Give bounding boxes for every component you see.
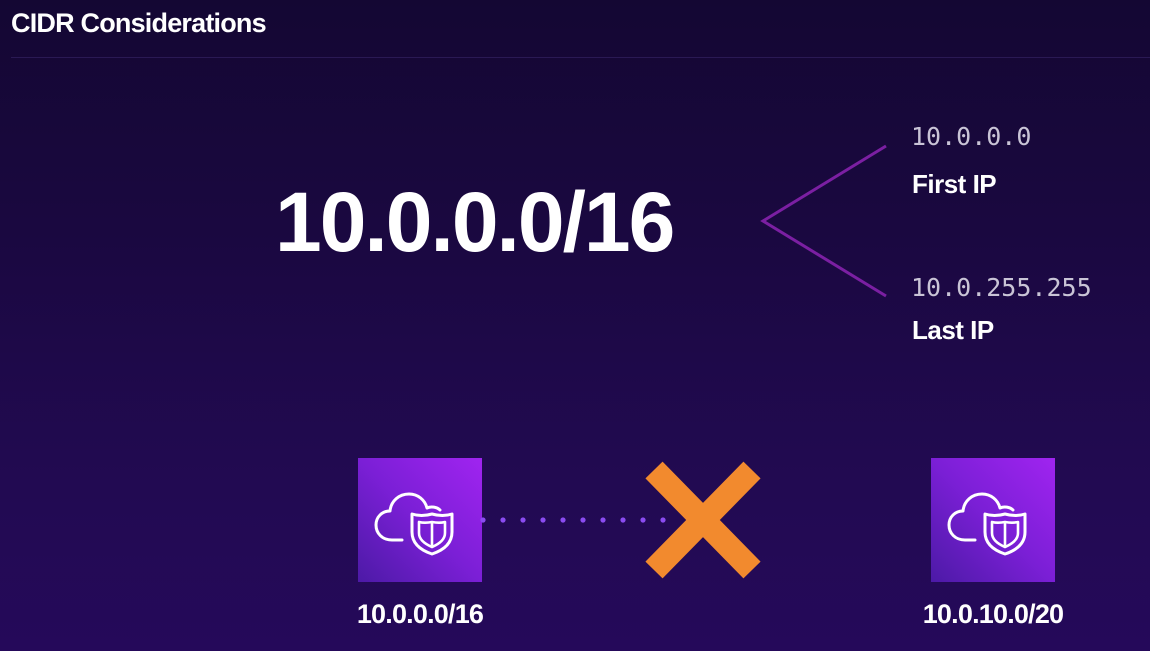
- peering-connection-dots: [480, 517, 666, 523]
- first-ip-label: First IP: [912, 169, 997, 199]
- left-vpc-cidr: 10.0.0.0/16: [356, 599, 484, 629]
- left-vpc-tile: [358, 458, 482, 582]
- x-mark-icon: [645, 461, 761, 579]
- vpc-cloud-shield-icon: [947, 492, 1027, 556]
- right-vpc-cidr: 10.0.10.0/20: [922, 599, 1064, 629]
- first-ip-value: 10.0.0.0: [911, 122, 1032, 151]
- title-divider: [11, 57, 1150, 58]
- cidr-notation: 10.0.0.0/16: [275, 175, 675, 269]
- last-ip-value: 10.0.255.255: [911, 273, 1092, 302]
- slide-title: CIDR Considerations: [11, 8, 267, 38]
- vpc-cloud-shield-icon: [374, 492, 454, 556]
- last-ip-label: Last IP: [912, 315, 994, 345]
- right-vpc-tile: [931, 458, 1055, 582]
- range-bracket: [760, 144, 887, 298]
